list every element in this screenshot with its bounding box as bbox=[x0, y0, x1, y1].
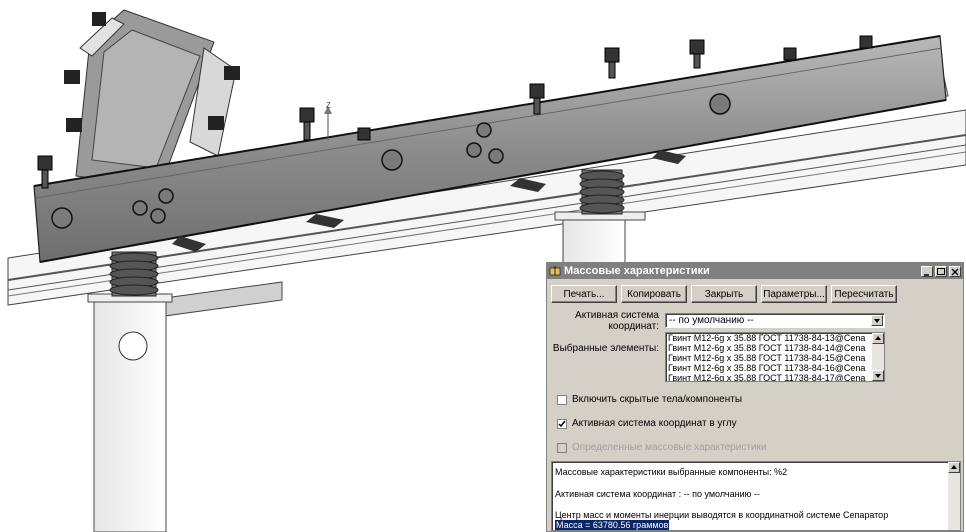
checkbox-box[interactable] bbox=[557, 394, 567, 405]
coord-triad: Z bbox=[324, 101, 332, 140]
close-button[interactable] bbox=[949, 265, 961, 277]
copy-button[interactable]: Копировать bbox=[621, 285, 687, 303]
coord-system-value: -- по умолчанию -- bbox=[669, 315, 754, 326]
list-item[interactable]: Гвинт M12-6g x 35.88 ГОСТ 11738-84-14@Ce… bbox=[668, 343, 866, 353]
assigned-mass-checkbox: Определенные массовые характеристики bbox=[557, 442, 766, 453]
mass-value-selection[interactable]: Масса = 63780.56 граммов bbox=[555, 520, 670, 530]
report-line: Активная система координат : -- по умолч… bbox=[555, 489, 760, 499]
checkbox-box bbox=[557, 442, 567, 453]
list-scrollbar[interactable] bbox=[872, 333, 884, 381]
coord-system-label: Активная система координат: bbox=[575, 310, 659, 332]
left-spring bbox=[109, 251, 159, 297]
print-button[interactable]: Печать... bbox=[551, 285, 617, 303]
right-spring bbox=[579, 169, 625, 215]
coord-system-dropdown[interactable]: -- по умолчанию -- bbox=[665, 313, 885, 328]
right-post bbox=[562, 217, 626, 269]
mass-report-text[interactable]: Массовые характеристики выбранные компон… bbox=[551, 461, 961, 531]
dialog-title-bar[interactable]: Массовые характеристики bbox=[547, 263, 963, 279]
scroll-up-icon[interactable] bbox=[948, 462, 960, 473]
parameters-button[interactable]: Параметры... bbox=[761, 285, 827, 303]
check-icon bbox=[558, 420, 566, 427]
post-hole bbox=[118, 331, 148, 361]
report-line: Массовые характеристики выбранные компон… bbox=[555, 467, 788, 477]
mass-properties-dialog: Массовые характеристики Печать... Копиро… bbox=[546, 262, 964, 532]
report-line: Центр масс и моменты инерции выводятся в… bbox=[555, 510, 889, 520]
scroll-up-icon[interactable] bbox=[872, 333, 884, 344]
selected-items-list[interactable]: Гвинт M12-6g x 35.88 ГОСТ 11738-84-13@Ce… bbox=[665, 332, 885, 382]
report-mass-line[interactable]: Масса = 63780.56 граммов bbox=[555, 520, 670, 530]
list-item[interactable]: Гвинт M12-6g x 35.88 ГОСТ 11738-84-17@Ce… bbox=[668, 373, 866, 382]
triad-axis-label: Z bbox=[326, 101, 331, 110]
motor-housing bbox=[64, 9, 240, 189]
beam-holes bbox=[51, 93, 731, 229]
scale-icon bbox=[549, 265, 561, 277]
beam-bolts bbox=[37, 35, 873, 189]
list-item[interactable]: Гвинт M12-6g x 35.88 ГОСТ 11738-84-13@Ce… bbox=[668, 333, 866, 343]
scroll-down-icon[interactable] bbox=[872, 370, 884, 381]
checkbox-box[interactable] bbox=[557, 418, 567, 429]
chevron-down-icon[interactable] bbox=[871, 315, 883, 326]
list-item[interactable]: Гвинт M12-6g x 35.88 ГОСТ 11738-84-15@Ce… bbox=[668, 353, 866, 363]
report-scrollbar[interactable] bbox=[948, 462, 960, 530]
maximize-button[interactable] bbox=[935, 265, 947, 277]
hidden-bodies-checkbox[interactable]: Включить скрытые тела/компоненты bbox=[557, 394, 742, 405]
dialog-title: Массовые характеристики bbox=[564, 265, 710, 277]
close-dialog-button[interactable]: Закрыть bbox=[691, 285, 757, 303]
coord-corner-checkbox[interactable]: Активная система координат в углу bbox=[557, 418, 737, 429]
under-clamps bbox=[172, 150, 686, 252]
recalculate-button[interactable]: Пересчитать bbox=[831, 285, 897, 303]
minimize-button[interactable] bbox=[921, 265, 933, 277]
list-item[interactable]: Гвинт M12-6g x 35.88 ГОСТ 11738-84-16@Ce… bbox=[668, 363, 866, 373]
selected-items-label: Выбранные элементы: bbox=[552, 343, 659, 354]
